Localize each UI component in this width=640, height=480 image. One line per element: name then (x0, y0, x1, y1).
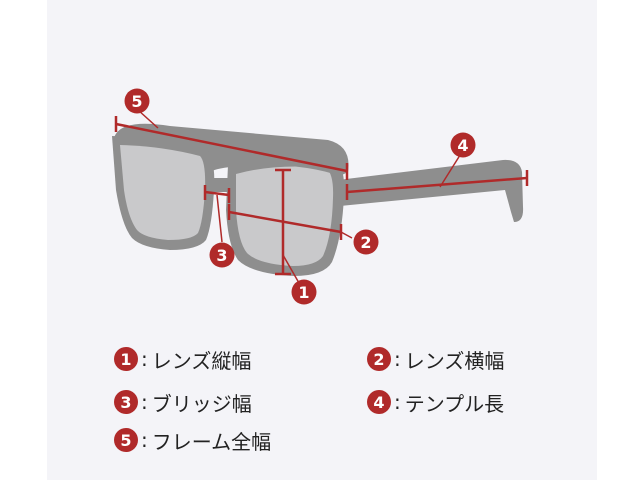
legend-num-5: 5 (114, 428, 138, 452)
measure-1-line (275, 168, 300, 284)
legend-num-2: 2 (367, 347, 391, 371)
legend-item-3: 3 : ブリッジ幅 (114, 388, 252, 416)
marker-4-label: 4 (457, 136, 468, 155)
legend-separator: : (141, 428, 148, 452)
legend-num-1: 1 (114, 347, 138, 371)
legend-label-2: レンズ横幅 (404, 348, 505, 373)
legend-separator: : (141, 390, 148, 414)
legend-item-2: 2 : レンズ横幅 (367, 345, 504, 373)
marker-1: 1 (291, 279, 317, 305)
legend-item-4: 4 : テンプル長 (367, 388, 504, 416)
legend-item-5: 5 : フレーム全幅 (114, 426, 271, 454)
marker-5: 5 (124, 88, 150, 114)
legend-num-3: 3 (114, 390, 138, 414)
marker-5-label: 5 (131, 92, 142, 111)
legend-separator: : (394, 390, 401, 414)
legend-num-4: 4 (367, 390, 391, 414)
marker-2: 2 (353, 229, 379, 255)
marker-3-label: 3 (216, 246, 227, 265)
legend-label-3: ブリッジ幅 (151, 391, 252, 416)
temple-arm (338, 159, 524, 222)
measure-4-line (345, 151, 529, 200)
measure-3-line (203, 185, 231, 243)
legend-label-5: フレーム全幅 (151, 429, 272, 454)
legend-label-1: レンズ縦幅 (151, 348, 252, 373)
lens-right (236, 166, 334, 266)
legend-separator: : (394, 347, 401, 371)
measure-5-line (114, 109, 349, 180)
legend-item-1: 1 : レンズ縦幅 (114, 345, 251, 373)
legend-separator: : (141, 347, 148, 371)
marker-2-label: 2 (360, 233, 371, 252)
measure-2-line (227, 204, 353, 240)
legend-label-4: テンプル長 (404, 391, 505, 416)
marker-4: 4 (450, 132, 476, 158)
marker-1-label: 1 (298, 283, 309, 302)
marker-3: 3 (209, 242, 235, 268)
lens-left (120, 145, 206, 240)
